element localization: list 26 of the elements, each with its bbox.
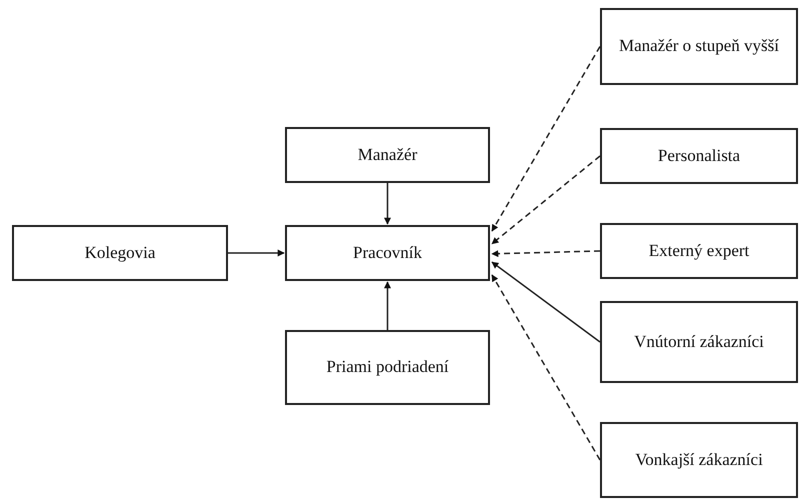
process-box: [285, 330, 490, 405]
process-box: [600, 223, 798, 279]
arrow: [491, 262, 600, 343]
process-box: [600, 422, 798, 498]
arrow: [491, 46, 601, 232]
box-label: Priami podriadení: [326, 356, 449, 378]
box-label: Externý expert: [648, 240, 750, 262]
arrow: [228, 250, 285, 256]
process-box: [285, 225, 490, 281]
arrow: [491, 155, 600, 244]
process-box: [600, 301, 798, 383]
box-label: Personalista: [658, 144, 740, 167]
box-label: Manažér: [358, 144, 418, 166]
box-label: Manažér o stupeň vyšší: [618, 35, 780, 58]
process-box: [600, 8, 798, 85]
box-label: Kolegovia: [84, 242, 156, 264]
arrow: [384, 183, 391, 225]
process-box: [12, 225, 228, 281]
box-label: Pracovník: [353, 242, 422, 264]
box-label: Vonkajší zákazníci: [635, 448, 763, 471]
arrow: [491, 250, 600, 258]
box-label: Vnútorní zákazníci: [634, 330, 764, 353]
process-box: [600, 128, 798, 184]
process-box: [285, 127, 490, 183]
arrow: [491, 274, 601, 460]
arrow: [384, 281, 391, 330]
